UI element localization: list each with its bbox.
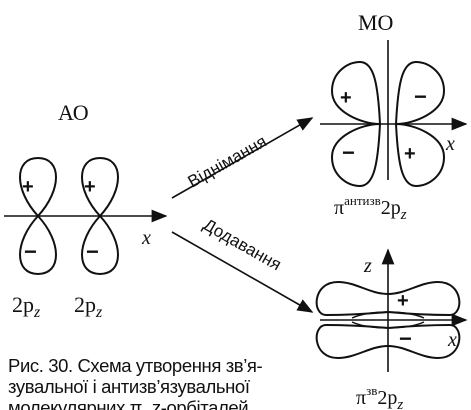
ao-orbital-2 xyxy=(81,156,119,276)
mo-antibonding-axes: x xyxy=(320,40,468,180)
mo-antibonding-plus-left: + xyxy=(340,87,352,109)
mo-bonding-axes: z x xyxy=(320,248,468,372)
mo-antibonding-minus-left: − xyxy=(342,140,355,165)
caption-line-1: Рис. 30. Схема утворення зв’я- xyxy=(8,355,263,376)
ao2-orbital-label: 2pz xyxy=(74,292,103,321)
mo-antibonding-minus-right: − xyxy=(414,84,427,109)
caption-line-3: молекулярних π_z-орбіталей xyxy=(8,397,249,410)
ao2-plus-sign: + xyxy=(84,176,96,198)
ao1-orbital-label: 2pz xyxy=(12,292,41,321)
mo-bonding-lobes xyxy=(315,280,461,360)
mo-label: МО xyxy=(358,10,393,35)
mo-antibonding-lobes xyxy=(330,60,446,188)
mo-antibonding-label: πантизв2pz xyxy=(334,193,407,223)
mo-bonding-plus: + xyxy=(397,290,409,312)
caption-line-2: зувальної і антизв’язувальної xyxy=(8,376,250,397)
ao-axis: x xyxy=(4,209,168,249)
mo-bonding-label: πзв2pz xyxy=(356,383,403,410)
mo-bonding-axis-x-label: x xyxy=(447,329,457,351)
ao-orbital-1 xyxy=(19,156,57,276)
ao1-minus-sign: − xyxy=(24,239,37,264)
figure-caption: Рис. 30. Схема утворення зв’я- зувальної… xyxy=(8,355,308,410)
ao-label: АО xyxy=(58,100,89,125)
arrow-addition: Додавання xyxy=(171,215,314,313)
ao-axis-x-label: x xyxy=(141,227,151,249)
ao2-minus-sign: − xyxy=(86,239,99,264)
mo-bonding-axis-z-label: z xyxy=(363,255,372,277)
ao1-plus-sign: + xyxy=(22,176,34,198)
mo-antibonding-axis-x-label: x xyxy=(445,133,455,155)
arrow-subtraction-label: Віднімання xyxy=(185,132,270,192)
mo-bonding-minus: − xyxy=(399,326,412,351)
mo-antibonding-plus-right: + xyxy=(404,143,416,165)
arrow-subtraction: Віднімання xyxy=(171,117,314,199)
arrow-addition-label: Додавання xyxy=(200,215,284,274)
